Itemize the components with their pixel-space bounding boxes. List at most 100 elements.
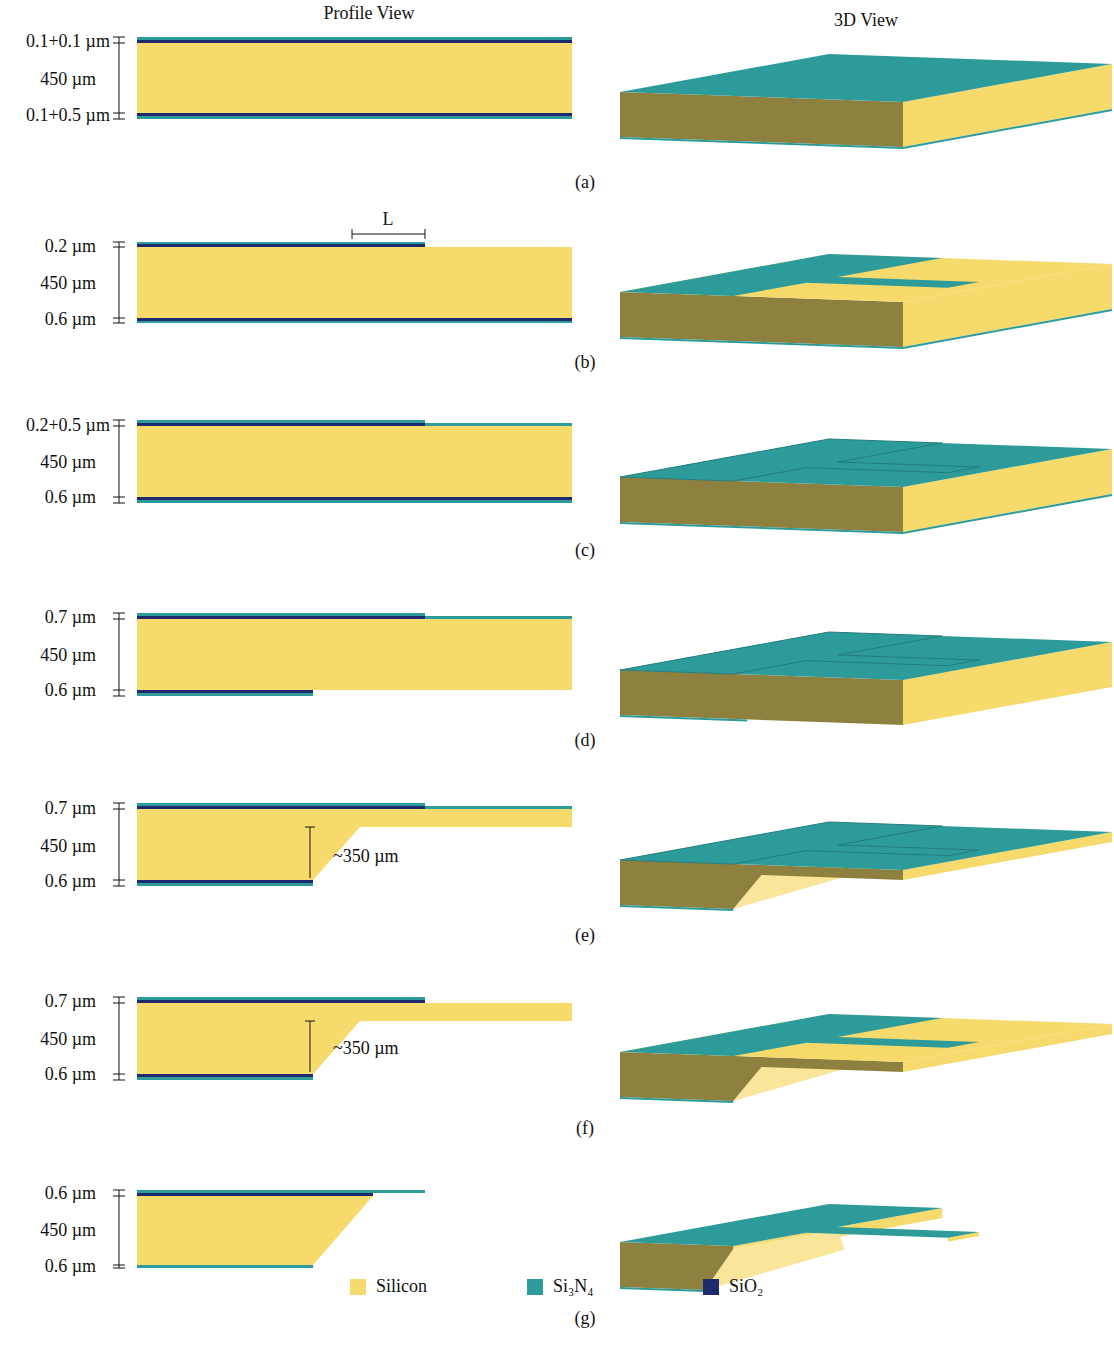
mask-outline bbox=[620, 822, 979, 864]
legend-swatch bbox=[527, 1279, 543, 1295]
process-label: 450 µm bbox=[40, 1030, 96, 1048]
nitride-layer bbox=[137, 1077, 313, 1080]
dimension-tick bbox=[113, 886, 125, 887]
process-label: 0.7 µm bbox=[45, 799, 96, 817]
dimension-tick bbox=[113, 1190, 125, 1191]
process-label: 0.6 µm bbox=[45, 1065, 96, 1083]
dimension-bracket bbox=[119, 997, 120, 1080]
oxide-layer bbox=[137, 1193, 373, 1196]
wafer-top bbox=[620, 54, 1112, 102]
dimension-tick bbox=[113, 1265, 125, 1266]
mask-outline bbox=[620, 632, 979, 674]
nitride-cantilever bbox=[137, 1190, 425, 1193]
legend-entry: Silicon bbox=[350, 1276, 427, 1297]
dimension-tick bbox=[113, 426, 125, 427]
dimension-tick bbox=[113, 809, 125, 810]
nitride-edge bbox=[620, 1288, 705, 1291]
dimension-tick bbox=[113, 242, 125, 243]
process-label: (a) bbox=[575, 173, 595, 191]
dimension-tick bbox=[113, 247, 125, 248]
dimension-bracket bbox=[119, 420, 120, 503]
legend-entry: Si₃N₄ bbox=[527, 1276, 594, 1297]
process-label: ~350 µm bbox=[333, 847, 399, 865]
legend-text: SiO₂ bbox=[729, 1276, 763, 1297]
nitride-layer bbox=[137, 883, 313, 886]
process-label: 0.6 µm bbox=[45, 681, 96, 699]
oxide-layer bbox=[137, 244, 425, 247]
oxide-layer bbox=[137, 40, 572, 43]
dimension-bracket bbox=[119, 37, 120, 119]
nitride-mask bbox=[620, 1014, 979, 1056]
legend-entry: SiO₂ bbox=[703, 1276, 763, 1297]
dimension-tick bbox=[113, 119, 125, 120]
nitride-layer bbox=[137, 116, 572, 119]
dimension-tick bbox=[113, 803, 125, 804]
wafer-top bbox=[620, 254, 1112, 302]
process-label: 450 µm bbox=[40, 1221, 96, 1239]
nitride-edge bbox=[903, 495, 1112, 533]
oxide-layer bbox=[137, 880, 313, 883]
process-label: 450 µm bbox=[40, 837, 96, 855]
length-dimension bbox=[352, 234, 425, 235]
nitride-layer bbox=[137, 613, 425, 616]
process-label: (c) bbox=[575, 541, 595, 559]
process-label: 0.7 µm bbox=[45, 992, 96, 1010]
depth-dimension bbox=[310, 827, 311, 878]
nitride-layer bbox=[137, 500, 572, 503]
process-label: 0.2 µm bbox=[45, 237, 96, 255]
dimension-tick bbox=[113, 37, 125, 38]
dimension-tick bbox=[305, 827, 315, 828]
dimension-tick bbox=[113, 1080, 125, 1081]
nitride-edge bbox=[903, 110, 1112, 148]
oxide-layer bbox=[137, 616, 425, 619]
dimension-tick bbox=[113, 690, 125, 691]
silicon-frame bbox=[137, 1196, 373, 1265]
dimension-bracket bbox=[119, 242, 120, 323]
nitride-layer bbox=[425, 806, 572, 809]
wafer-top bbox=[620, 822, 1112, 870]
dimension-tick bbox=[113, 1268, 125, 1269]
nitride-edge bbox=[903, 310, 1112, 348]
nitride-layer bbox=[137, 693, 313, 696]
process-label: 0.6 µm bbox=[45, 1184, 96, 1202]
nitride-cantilever bbox=[620, 1204, 979, 1246]
nitride-layer bbox=[425, 423, 572, 426]
dimension-tick bbox=[113, 420, 125, 421]
process-label: 450 µm bbox=[40, 70, 96, 88]
process-label: 0.1+0.5 µm bbox=[26, 106, 110, 124]
dimension-bracket bbox=[119, 1190, 120, 1268]
dimension-tick bbox=[113, 503, 125, 504]
process-label: 0.6 µm bbox=[45, 1257, 96, 1275]
oxide-layer bbox=[137, 806, 425, 809]
process-label: (g) bbox=[575, 1309, 596, 1327]
wafer-top bbox=[620, 1014, 1112, 1062]
process-label: L bbox=[383, 210, 394, 228]
process-label: 0.7 µm bbox=[45, 608, 96, 626]
nitride-edge bbox=[620, 138, 903, 148]
dimension-tick bbox=[113, 497, 125, 498]
process-label: (d) bbox=[575, 731, 596, 749]
process-label: (b) bbox=[575, 353, 596, 371]
dimension-bracket bbox=[119, 613, 120, 696]
wafer-top bbox=[620, 439, 1112, 487]
dimension-bracket bbox=[119, 803, 120, 886]
nitride-layer bbox=[137, 37, 572, 40]
dimension-tick bbox=[425, 229, 426, 239]
process-label: 0.6 µm bbox=[45, 488, 96, 506]
column-heading: Profile View bbox=[323, 4, 414, 22]
dimension-tick bbox=[113, 113, 125, 114]
oxide-layer bbox=[137, 1000, 425, 1003]
nitride-layer bbox=[137, 803, 425, 806]
oxide-layer bbox=[137, 1074, 313, 1077]
nitride-layer bbox=[137, 242, 425, 244]
wafer-top bbox=[620, 632, 1112, 680]
process-label: 0.6 µm bbox=[45, 310, 96, 328]
silicon-wafer bbox=[137, 426, 572, 497]
process-label: (f) bbox=[576, 1119, 594, 1137]
dimension-tick bbox=[113, 323, 125, 324]
dimension-tick bbox=[113, 880, 125, 881]
nitride-layer bbox=[137, 420, 425, 423]
dimension-tick bbox=[113, 997, 125, 998]
etched-silicon bbox=[137, 809, 572, 880]
oxide-layer bbox=[137, 690, 313, 693]
